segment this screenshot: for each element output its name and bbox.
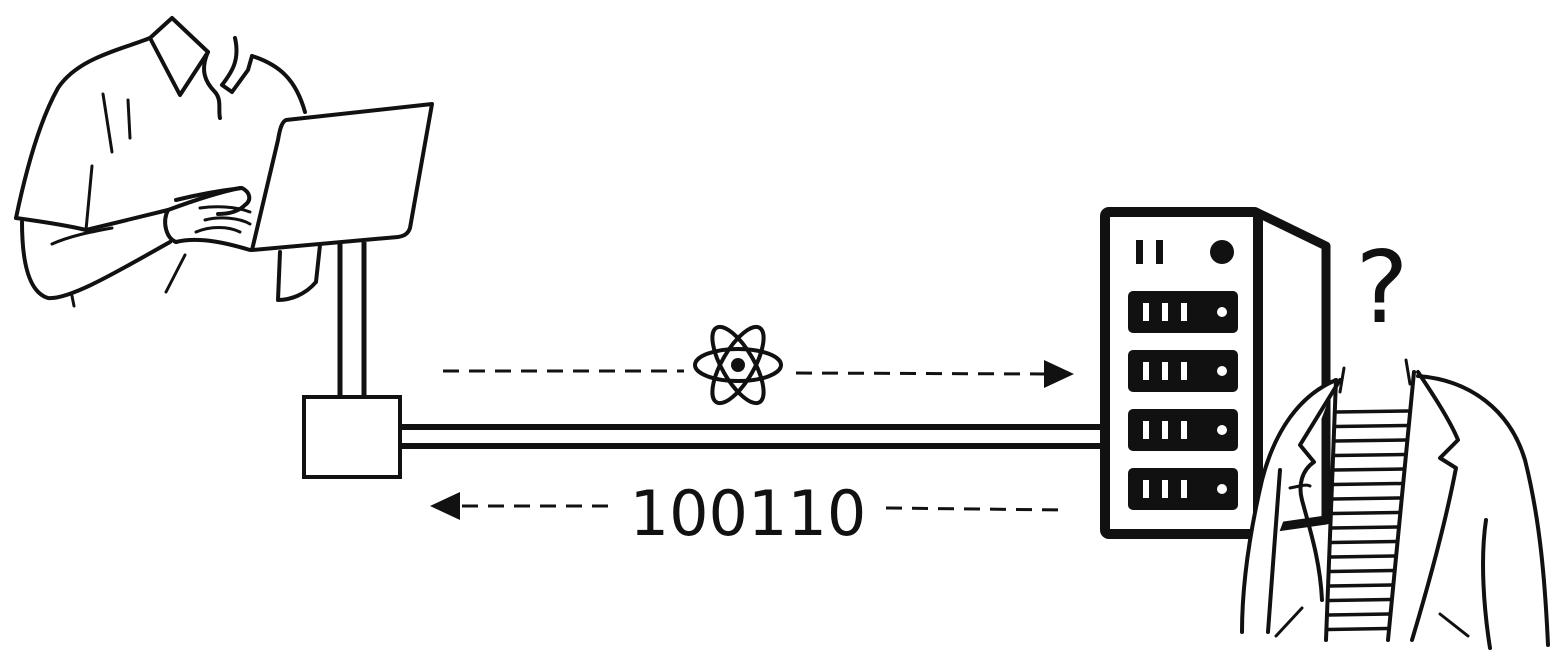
response-bits-label: 100110 bbox=[630, 477, 867, 550]
server-slots bbox=[1128, 291, 1238, 510]
question-mark: ? bbox=[1355, 229, 1408, 346]
arrowhead-left-icon bbox=[430, 492, 460, 520]
server-slot bbox=[1128, 350, 1238, 392]
laptop-icon bbox=[250, 102, 434, 252]
arrowhead-right-icon bbox=[1044, 360, 1074, 388]
quantum-send-arrow bbox=[443, 360, 1074, 388]
striped-shirt bbox=[1326, 409, 1411, 632]
server-slot bbox=[1128, 409, 1238, 451]
person-with-laptop-icon bbox=[14, 16, 322, 308]
server-slot bbox=[1128, 291, 1238, 333]
classical-return-arrow bbox=[430, 492, 1065, 520]
atom-icon bbox=[693, 324, 783, 406]
laptop-stand-cable bbox=[337, 242, 367, 397]
person-in-coat-icon bbox=[1240, 358, 1550, 650]
quantum-channel bbox=[400, 424, 1104, 449]
server-slot bbox=[1128, 468, 1238, 510]
client-device-box bbox=[302, 395, 402, 479]
